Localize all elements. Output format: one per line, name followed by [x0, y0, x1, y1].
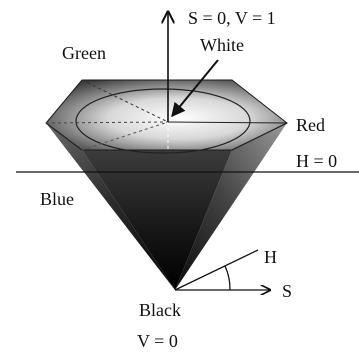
- label-red: Red: [296, 115, 325, 135]
- label-black: Black: [139, 300, 181, 320]
- saturation-ring: [75, 88, 251, 154]
- label-white: White: [200, 35, 244, 55]
- label-h-zero: H = 0: [296, 151, 337, 171]
- dashed-line-green: [81, 79, 169, 123]
- rim-edge-left: [45, 122, 83, 151]
- hexcone-top: [45, 79, 288, 154]
- hue-ray: [174, 249, 259, 291]
- cone-left-face: [46, 123, 175, 290]
- dashed-line-left: [45, 121, 169, 124]
- rim-edge-right: [231, 122, 288, 151]
- hue-saturation-angle: [174, 249, 270, 291]
- label-h-axis: H: [264, 247, 277, 267]
- solid-line-red: [167, 121, 288, 124]
- label-green: Green: [62, 43, 106, 63]
- top-hexagon: [45, 79, 288, 151]
- cone-right-face: [175, 123, 287, 290]
- hexcone-body: [46, 123, 287, 290]
- label-sv-top: S = 0, V = 1: [188, 8, 276, 28]
- white-pointer-arrow: [171, 59, 219, 118]
- label-blue: Blue: [40, 189, 74, 209]
- label-v-zero: V = 0: [137, 331, 178, 351]
- hue-angle-arc: [224, 265, 231, 291]
- cone-front-face: [82, 150, 232, 290]
- label-s-axis: S: [282, 281, 292, 301]
